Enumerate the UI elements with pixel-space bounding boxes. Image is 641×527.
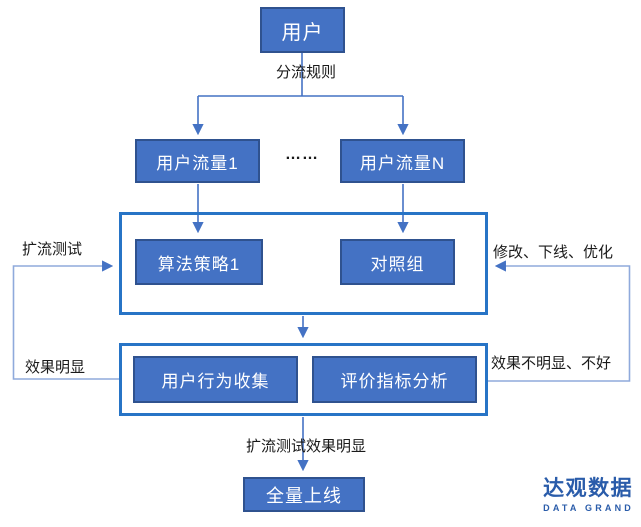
node-metrics-analysis-label: 评价指标分析 [340,372,449,391]
logo-text-cn: 达观数据 [543,476,634,500]
node-user-label: 用户 [281,21,324,44]
node-full-launch: 全量上线 [243,477,365,512]
node-flowN: 用户流量N [340,139,465,183]
label-effect-not-obvious: 效果不明显、不好 [491,355,612,372]
label-effect-obvious: 效果明显 [25,359,86,376]
label-expand-test-effect: 扩流测试效果明显 [245,438,367,455]
node-control-group: 对照组 [340,239,455,285]
analysis-group-container [119,343,488,416]
node-flow1: 用户流量1 [135,139,260,183]
node-user: 用户 [260,7,345,53]
datagrand-logo: 达观数据 DATA GRAND [543,477,634,513]
label-modify-offline-optimize: 修改、下线、优化 [493,244,614,261]
label-ellipsis: …… [285,146,319,163]
node-flowN-label: 用户流量N [359,153,446,173]
logo-text-en: DATA GRAND [543,503,634,513]
node-metrics-analysis: 评价指标分析 [312,356,477,403]
label-split-rule: 分流规则 [275,64,337,81]
node-algo-strategy: 算法策略1 [135,239,263,285]
label-expand-test: 扩流测试 [22,241,83,258]
node-behavior-collect-label: 用户行为收集 [161,372,270,391]
node-control-group-label: 对照组 [370,254,425,274]
strategy-group-container [119,212,488,315]
node-full-launch-label: 全量上线 [266,485,342,506]
node-behavior-collect: 用户行为收集 [133,356,298,403]
node-flow1-label: 用户流量1 [156,153,239,173]
node-algo-strategy-label: 算法策略1 [157,254,241,274]
